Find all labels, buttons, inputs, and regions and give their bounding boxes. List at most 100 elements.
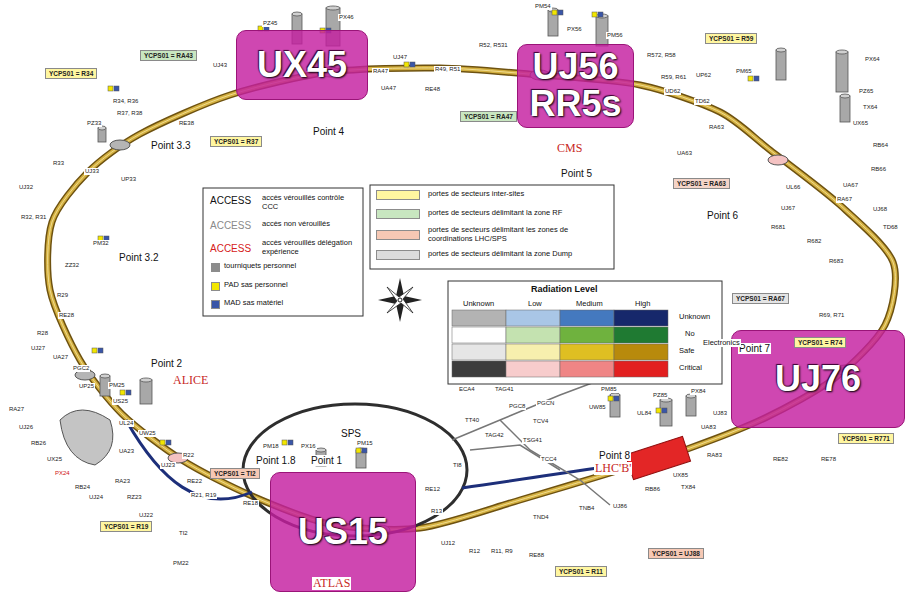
pad-mark <box>356 448 361 453</box>
sector-door-callout: YCPS01 = R37 <box>210 136 262 147</box>
shaft-symbol <box>836 50 848 92</box>
structure-label: PZ85 <box>652 392 668 399</box>
structure-label: UX85 <box>672 472 689 479</box>
compass-rose <box>378 278 422 322</box>
structure-label: UL24 <box>118 420 134 427</box>
zone-name: UJ56 RR5s <box>518 49 633 122</box>
structure-label: PZ45 <box>262 20 278 27</box>
structure-label: RE18 <box>242 500 259 507</box>
structure-label: TSG41 <box>522 437 543 444</box>
structure-label: PZ33 <box>86 120 102 127</box>
structure-label: UA27 <box>52 354 69 361</box>
structure-label: UJ33 <box>84 168 100 175</box>
legend-text: tourniquets personnel <box>224 262 354 271</box>
grid-cell <box>452 327 506 343</box>
structure-label: ZZ32 <box>64 262 80 269</box>
structure-label: TAG42 <box>484 432 505 439</box>
sector-door-callout: YCPS01 = UJ88 <box>648 548 704 559</box>
structure-label: UA83 <box>700 424 717 431</box>
cavern-symbol <box>110 140 130 150</box>
structure-label: PGC2 <box>72 365 90 372</box>
cavern-zone-box: UJ56 RR5s <box>517 44 634 128</box>
structure-label: PX16 <box>300 443 317 450</box>
grid-cell <box>560 361 614 377</box>
structure-label: ECA4 <box>458 386 476 393</box>
legend-swatch <box>376 230 420 240</box>
shaft-symbol <box>596 14 608 46</box>
structure-label: RE38 <box>178 120 195 127</box>
shaft-body <box>596 16 608 46</box>
shaft-top <box>840 94 850 98</box>
shaft-body <box>836 52 848 92</box>
legend-text: PAD sas personnel <box>224 281 354 290</box>
radiation-header: Low <box>527 300 543 308</box>
structure-label: RA27 <box>8 406 25 413</box>
sector-door-callout: YCPS01 = RA67 <box>732 293 789 304</box>
cavern-symbol <box>768 155 788 165</box>
shaft-symbol <box>776 48 786 80</box>
lhc-ring-band <box>48 68 896 529</box>
structure-label: RE82 <box>772 456 789 463</box>
door-id: YCPS01 = R771 <box>842 435 890 442</box>
structure-label: UA23 <box>118 448 135 455</box>
structure-label: UX25 <box>46 456 63 463</box>
door-id: YCPS01 = R34 <box>49 70 93 77</box>
point-label: Point 6 <box>706 210 739 221</box>
radiation-header: Unknown <box>678 313 711 321</box>
pad-mark <box>608 396 613 401</box>
legend-swatch <box>376 250 420 260</box>
structure-label: UX65 <box>852 120 869 127</box>
shaft-symbol <box>686 394 696 416</box>
shaft-top <box>686 394 696 398</box>
shaft-top <box>326 6 340 10</box>
shaft-body <box>686 396 696 416</box>
structure-label: UJ43 <box>212 62 228 69</box>
structure-label: UL66 <box>785 184 801 191</box>
mad-mark <box>662 408 667 413</box>
structure-label: RB64 <box>872 142 889 149</box>
structure-label: RB26 <box>30 440 47 447</box>
grid-cell <box>452 361 506 377</box>
door-id: YCPS01 = RA47 <box>464 113 513 120</box>
structure-label: R21, R19 <box>190 492 217 499</box>
legend-text: portes de secteurs délimitant la zone Du… <box>428 250 610 259</box>
sector-door-callout: YCPS01 = R19 <box>100 521 152 532</box>
structure-label: TAG41 <box>494 386 515 393</box>
structure-label: TX64 <box>862 104 878 111</box>
transfer-line <box>452 380 600 440</box>
shaft-top <box>356 448 366 452</box>
structure-label: R37, R38 <box>116 110 143 117</box>
pad-mark <box>120 390 125 395</box>
access-key: ACCESS <box>209 195 252 206</box>
structure-label: TT40 <box>464 417 480 424</box>
structure-label: UJ86 <box>612 503 628 510</box>
structure-label: PZ65 <box>858 88 874 95</box>
structure-label: R32, R31 <box>20 214 47 221</box>
structure-label: PGC8 <box>508 403 526 410</box>
access-key: ACCESS <box>209 220 252 231</box>
zone-name: UX45 <box>237 47 367 84</box>
structure-label: PX46 <box>338 14 355 21</box>
structure-label: R52, R531 <box>478 42 509 49</box>
structure-label: R49, R51 <box>434 66 461 73</box>
shaft-body <box>140 380 152 404</box>
shaft-top <box>140 378 152 382</box>
lhc-ring-band <box>48 68 896 529</box>
structure-label: UW25 <box>138 430 157 437</box>
structure-label: RB86 <box>644 486 661 493</box>
radiation-header: High <box>634 300 651 308</box>
experiment-name: ATLAS <box>312 577 351 590</box>
point-label: SPS <box>340 428 362 439</box>
structure-label: TNB4 <box>578 505 595 512</box>
legend-swatch <box>211 263 220 272</box>
door-id: YCPS01 = R74 <box>798 339 842 346</box>
structure-label: RA67 <box>836 196 853 203</box>
radiation-header: Critical <box>678 364 703 372</box>
grid-cell <box>614 327 668 343</box>
structure-label: RE78 <box>820 456 837 463</box>
grid-cell <box>560 327 614 343</box>
radiation-header: No <box>684 330 696 338</box>
structure-label: UP33 <box>120 176 137 183</box>
door-id: YCPS01 = RA67 <box>736 295 785 302</box>
grid-cell <box>506 310 560 326</box>
